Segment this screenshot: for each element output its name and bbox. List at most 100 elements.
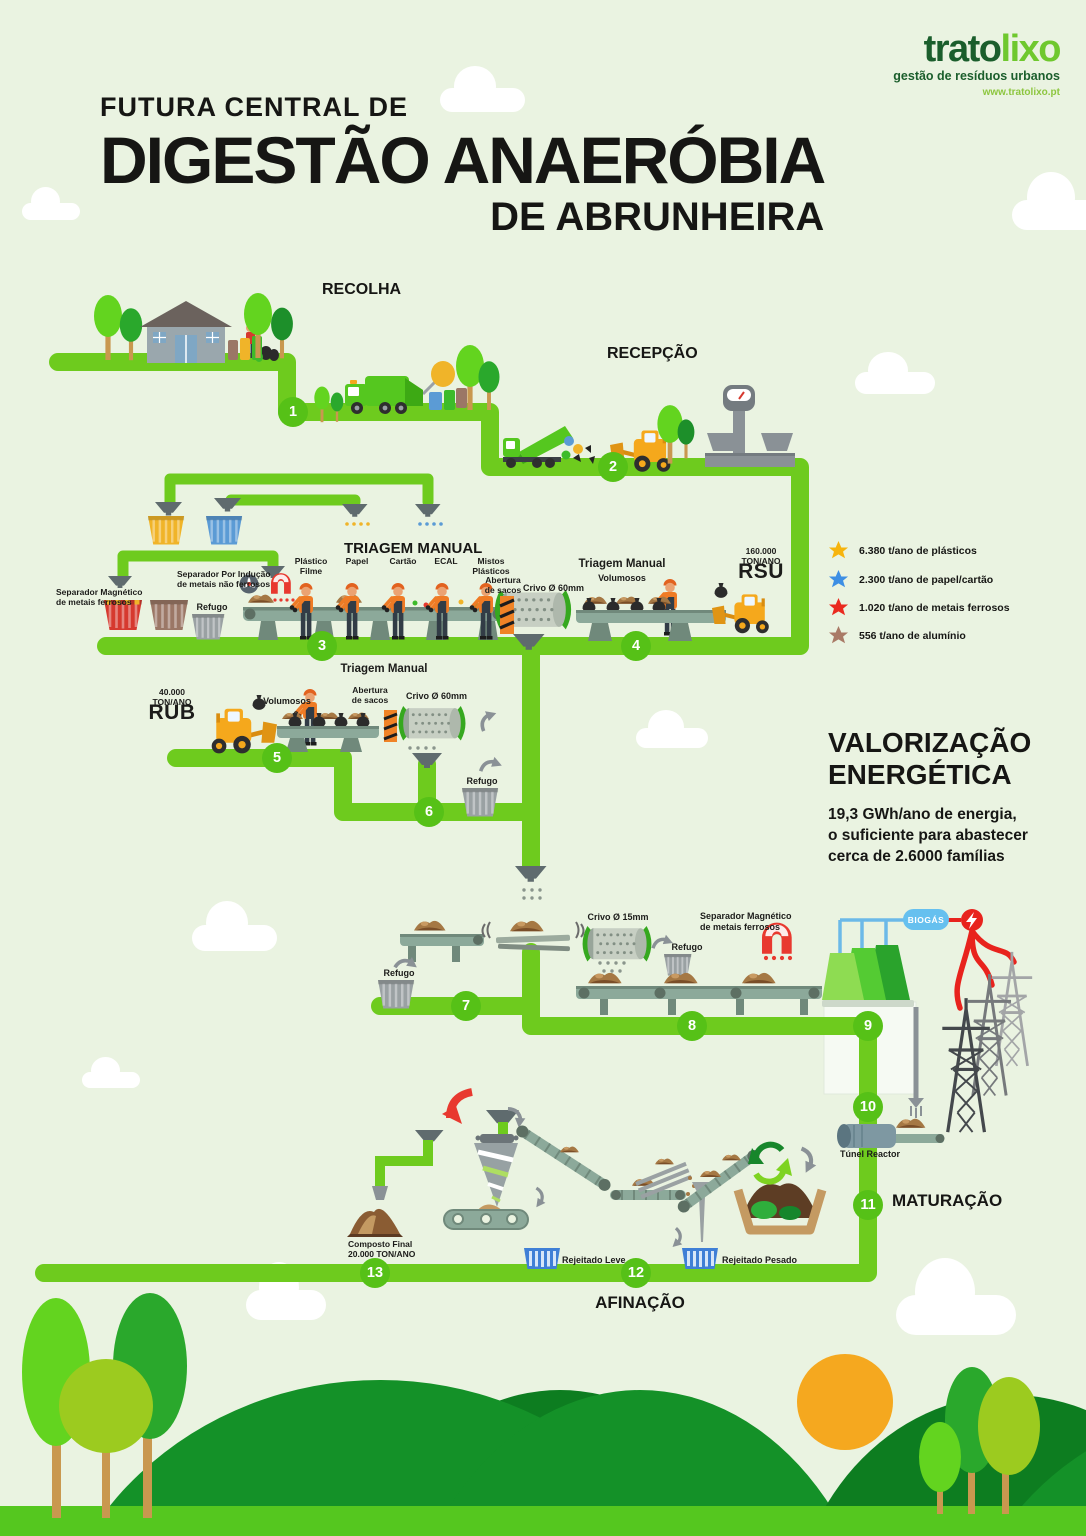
star-icon <box>828 569 849 588</box>
digester-feed-conveyor-icon <box>576 972 822 1015</box>
compost-nozzle-icon <box>372 1186 388 1200</box>
plastics-basket-icon <box>146 514 186 546</box>
star-icon <box>828 625 849 644</box>
label-triagem-volumosos-title: Triagem Manual <box>578 558 666 570</box>
title-line-3: DE ABRUNHEIRA <box>490 195 825 239</box>
label-abertura-sacos: Abertura de sacos <box>484 575 522 596</box>
magnet-icon <box>271 573 291 594</box>
cloud <box>855 351 935 394</box>
brand-name-primary: trato <box>923 28 1002 70</box>
valorizacao-title: VALORIZAÇÃO ENERGÉTICA <box>828 727 1032 790</box>
label-separador-magnetico: Separador Magnético de metais ferrosos <box>56 587 143 608</box>
maturation-windrow-icon <box>733 1183 827 1235</box>
legend-item-plasticos: 6.380 t/ano de plásticos <box>828 540 977 561</box>
stage-recepcao: RECEPÇÃO <box>607 345 698 362</box>
ballistic-separator-icon <box>635 1161 693 1199</box>
label-rub-triagem-title: Triagem Manual <box>340 663 428 675</box>
label-composto-final: Composto Final 20.000 TON/ANO <box>348 1239 416 1260</box>
cloud <box>896 1258 1016 1335</box>
eddy-current-separator-icon <box>239 574 259 594</box>
star-icon <box>828 597 849 616</box>
compost-pile-icon <box>347 1208 403 1237</box>
label-rejeitado-pesado: Rejeitado Pesado <box>722 1255 798 1265</box>
rub-conveyor-icon <box>277 712 379 752</box>
label-rsu-code: RSU <box>738 560 784 583</box>
aluminium-basket-icon <box>148 598 190 632</box>
process-node-2: 2 <box>598 452 628 482</box>
label-categoria-papel: Papel <box>345 556 369 566</box>
energy-scene <box>822 909 1034 1134</box>
cloud <box>1012 172 1086 230</box>
refugo-basket-icon <box>663 953 693 977</box>
weighbridge-icon <box>705 385 795 467</box>
heavy-reject-bin-icon <box>680 1246 720 1271</box>
label-rub-refugo: Refugo <box>466 776 498 786</box>
stage-maturacao: MATURAÇÃO <box>892 1191 1003 1210</box>
label-separador-magnetico-2: Separador Magnético de metais ferrosos <box>700 911 792 932</box>
legend-item-papel-cartao: 2.300 t/ano de papel/cartão <box>828 569 993 590</box>
label-triagem-volumosos-sub: Volumosos <box>598 573 646 583</box>
legend-label: 556 t/ano de alumínio <box>859 629 966 642</box>
landscape-trees-right <box>919 1367 1040 1514</box>
trommel-60-icon <box>398 706 466 741</box>
vibrating-screen-icon <box>481 920 585 952</box>
legend-label: 1.020 t/ano de metais ferrosos <box>859 601 1010 614</box>
legend-item-aluminio: 556 t/ano de alumínio <box>828 625 966 646</box>
legend-label: 2.300 t/ano de papel/cartão <box>859 573 994 586</box>
trommel-15-icon <box>582 926 652 962</box>
triagem-scene <box>102 498 769 650</box>
process-node-12: 12 <box>621 1258 651 1288</box>
incline-conveyor-icon <box>516 1125 611 1191</box>
process-flow-roads <box>35 353 877 1282</box>
cloud <box>636 709 708 748</box>
recolha-scene <box>94 293 500 423</box>
label-tunel-reactor: Túnel Reactor <box>839 1149 901 1159</box>
label-rub-code: RUB <box>148 701 196 724</box>
stage-afinacao: AFINAÇÃO <box>595 1293 685 1312</box>
worker-icon <box>287 581 315 642</box>
biogas-pipe-icon <box>838 918 905 953</box>
tunnel-reactor-icon <box>837 1118 945 1148</box>
process-node-13: 13 <box>360 1258 390 1288</box>
label-crivo-60: Crivo Ø 60mm <box>523 583 585 593</box>
label-refugo-a: Refugo <box>383 968 415 978</box>
recepcao-scene <box>503 385 795 472</box>
process-node-10: 10 <box>853 1092 883 1122</box>
process-node-11: 11 <box>853 1190 883 1220</box>
label-categoria-cartao: Cartão <box>389 556 417 566</box>
cloud <box>22 187 80 220</box>
biogas-badge: BIOGÁS <box>903 909 949 930</box>
label-rejeitado-leve: Rejeitado Leve <box>562 1255 626 1265</box>
drop-chute-icon <box>342 504 443 526</box>
process-node-3: 3 <box>307 631 337 661</box>
label-categoria-mistos: Mistos Plásticos <box>472 556 510 577</box>
worker-icon <box>333 581 361 642</box>
brand-website: www.tratolixo.pt <box>982 86 1060 98</box>
rub-scene <box>212 687 506 818</box>
process-node-4: 4 <box>621 631 651 661</box>
title-line-2: DIGESTÃO ANAERÓBIA <box>100 123 826 197</box>
label-categoria-plastico-filme: Plástico Filme <box>294 556 328 577</box>
digesters-icon <box>822 945 914 1007</box>
label-rub-volumosos: Volumosos <box>263 696 311 706</box>
reject-arrow-icon <box>478 752 506 781</box>
recycle-arrows-icon <box>748 1141 792 1185</box>
cyclone-separator-icon <box>474 1134 519 1207</box>
poster-title: FUTURA CENTRAL DE DIGESTÃO ANAERÓBIA DE … <box>100 92 826 240</box>
stage-recolha: RECOLHA <box>322 281 402 298</box>
red-return-arrow-icon <box>442 1088 473 1124</box>
process-node-8: 8 <box>677 1011 707 1041</box>
label-rub-crivo: Crivo Ø 60mm <box>406 691 468 701</box>
cloud <box>440 65 525 112</box>
legend-label: 6.380 t/ano de plásticos <box>859 544 977 557</box>
process-node-1: 1 <box>278 397 308 427</box>
stage-triagem: TRIAGEM MANUAL <box>344 540 483 557</box>
process-node-6: 6 <box>414 797 444 827</box>
brand-name: tratolixo <box>893 28 1062 70</box>
digestion-prep-scene <box>376 866 822 1015</box>
cloud <box>82 1057 140 1088</box>
label-refugo-b: Refugo <box>671 942 703 952</box>
cloud <box>192 901 277 951</box>
label-rub-abertura: Abertura de sacos <box>351 685 389 706</box>
